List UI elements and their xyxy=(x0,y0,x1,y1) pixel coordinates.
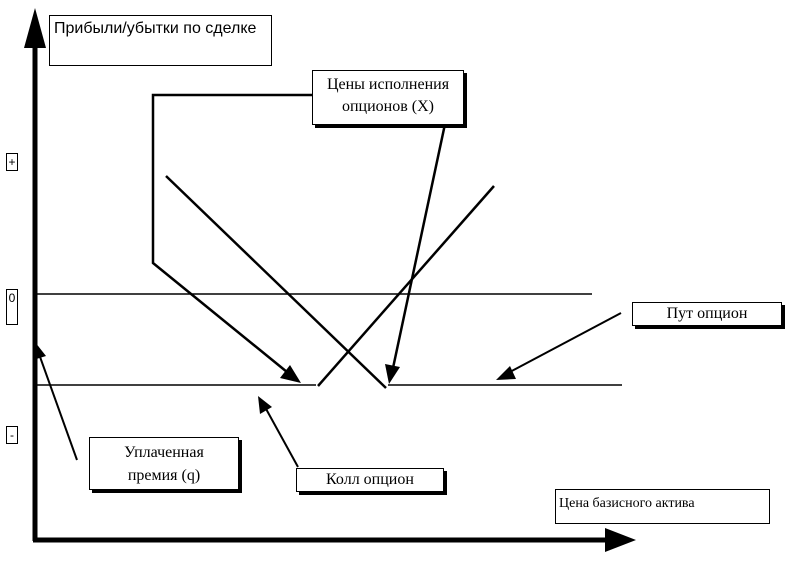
strike-pointer-call-arrowhead xyxy=(280,365,301,383)
premium-pointer-arrowhead xyxy=(33,342,46,360)
premium-pointer xyxy=(38,353,78,461)
y-axis-label-text: Прибыли/убытки по сделке xyxy=(54,20,257,37)
strike-pointer-put-arrowhead xyxy=(385,364,400,384)
put-option-pointer xyxy=(507,312,622,374)
put-option-label-text: Пут опцион xyxy=(666,305,748,322)
call-option-pointer-arrowhead xyxy=(258,396,272,414)
x-axis-arrowhead xyxy=(605,528,636,552)
plus-sign-marker: + xyxy=(6,153,18,171)
zero-sign-marker: 0 xyxy=(6,289,18,325)
put-payoff-line xyxy=(165,175,387,389)
strike-prices-label: Цены исполнения опционов (X) xyxy=(312,70,464,125)
strike-pointer-put xyxy=(391,123,447,369)
put-option-label: Пут опцион xyxy=(632,302,782,326)
call-option-label-text: Колл опцион xyxy=(326,471,414,488)
put-option-pointer-arrowhead xyxy=(496,366,516,380)
premium-line1: Уплаченная xyxy=(124,444,204,461)
premium-label: Уплаченная премия (q) xyxy=(89,437,239,490)
x-axis-label-text: Цена базисного актива xyxy=(559,496,695,511)
y-axis-label: Прибыли/убытки по сделке xyxy=(49,15,272,66)
call-option-pointer xyxy=(264,406,299,468)
y-axis-arrowhead xyxy=(24,8,46,48)
strike-prices-line1: Цены исполнения xyxy=(326,76,450,93)
call-payoff-line xyxy=(317,185,495,387)
minus-sign-marker: - xyxy=(6,426,18,444)
strike-prices-line2: опционов (X) xyxy=(341,98,434,115)
premium-line2: премия (q) xyxy=(127,467,201,484)
call-option-label: Колл опцион xyxy=(296,468,444,492)
strike-pointer-call xyxy=(151,93,312,373)
x-axis-label: Цена базисного актива xyxy=(555,489,770,524)
